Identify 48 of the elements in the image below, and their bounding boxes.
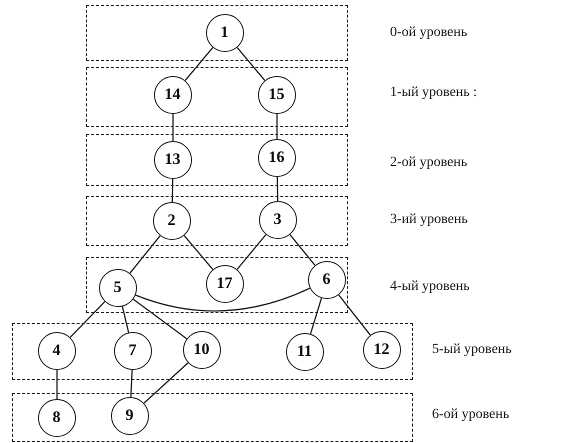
tree-edge (130, 370, 133, 398)
level-band (86, 196, 348, 246)
tree-node-circle: 6 (308, 260, 346, 298)
level-band (12, 323, 413, 380)
level-label: 3-ий уровень (390, 212, 468, 228)
level-band (86, 67, 348, 127)
level-label: 4-ый уровень (390, 279, 470, 295)
tree-edge (290, 234, 316, 266)
tree-edge (338, 294, 371, 336)
level-band (86, 134, 348, 186)
tree-node-circle: 11 (286, 332, 324, 370)
level-band (12, 393, 413, 442)
tree-node-circle: 17 (206, 264, 244, 302)
tree-edge (70, 301, 106, 338)
level-band (86, 5, 348, 61)
tree-edge (129, 235, 161, 274)
tree-node-circle: 3 (258, 200, 296, 238)
level-label: 6-ой уровень (432, 407, 510, 423)
tree-node-circle: 5 (98, 268, 136, 306)
tree-node-circle: 7 (114, 332, 152, 370)
level-label: 0-ой уровень (390, 25, 468, 41)
tree-edge (132, 298, 188, 340)
tree-edge (276, 176, 278, 202)
tree-edge (276, 114, 278, 139)
tree-edge (122, 306, 130, 333)
tree-edge (135, 288, 310, 312)
tree-node-circle: 1 (206, 14, 244, 52)
tree-node-circle: 10 (182, 330, 220, 368)
tree-edge (236, 47, 266, 81)
tree-edge (236, 234, 266, 270)
tree-node-circle: 13 (154, 140, 192, 178)
tree-node-circle: 2 (152, 202, 190, 240)
level-label: 1-ый уровень : (390, 85, 478, 101)
tree-node-circle: 8 (38, 398, 76, 436)
tree-node-circle: 16 (258, 138, 296, 176)
level-label: 5-ый уровень (432, 342, 512, 358)
tree-edge (172, 114, 174, 141)
tree-edge (56, 370, 58, 399)
tree-node-circle: 9 (110, 396, 148, 434)
tree-edge (310, 298, 322, 334)
tree-node-circle: 15 (258, 76, 296, 114)
tree-node-circle: 4 (38, 332, 76, 370)
tree-edge (144, 362, 188, 404)
tree-node-circle: 12 (362, 330, 400, 368)
tree-edge (172, 178, 174, 202)
tree-node-circle: 14 (154, 76, 192, 114)
level-band (86, 257, 348, 313)
level-label: 2-ой уровень (390, 155, 468, 171)
